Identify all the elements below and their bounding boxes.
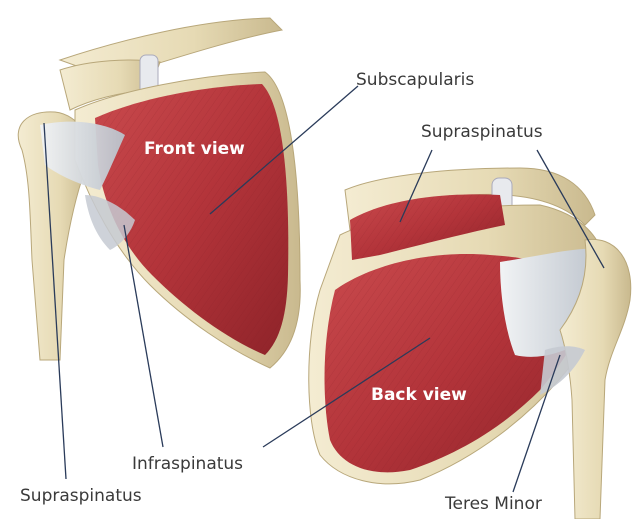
front-view-illustration [18, 18, 300, 368]
back-view-title: Back view [371, 387, 467, 404]
label-supraspinatus-back: Supraspinatus [421, 124, 543, 141]
back-view-illustration [309, 168, 631, 519]
label-infraspinatus: Infraspinatus [132, 456, 243, 473]
label-supraspinatus-front: Supraspinatus [20, 488, 142, 505]
front-view-title: Front view [144, 141, 245, 158]
label-teres-minor: Teres Minor [445, 496, 542, 513]
label-subscapularis: Subscapularis [356, 72, 474, 89]
